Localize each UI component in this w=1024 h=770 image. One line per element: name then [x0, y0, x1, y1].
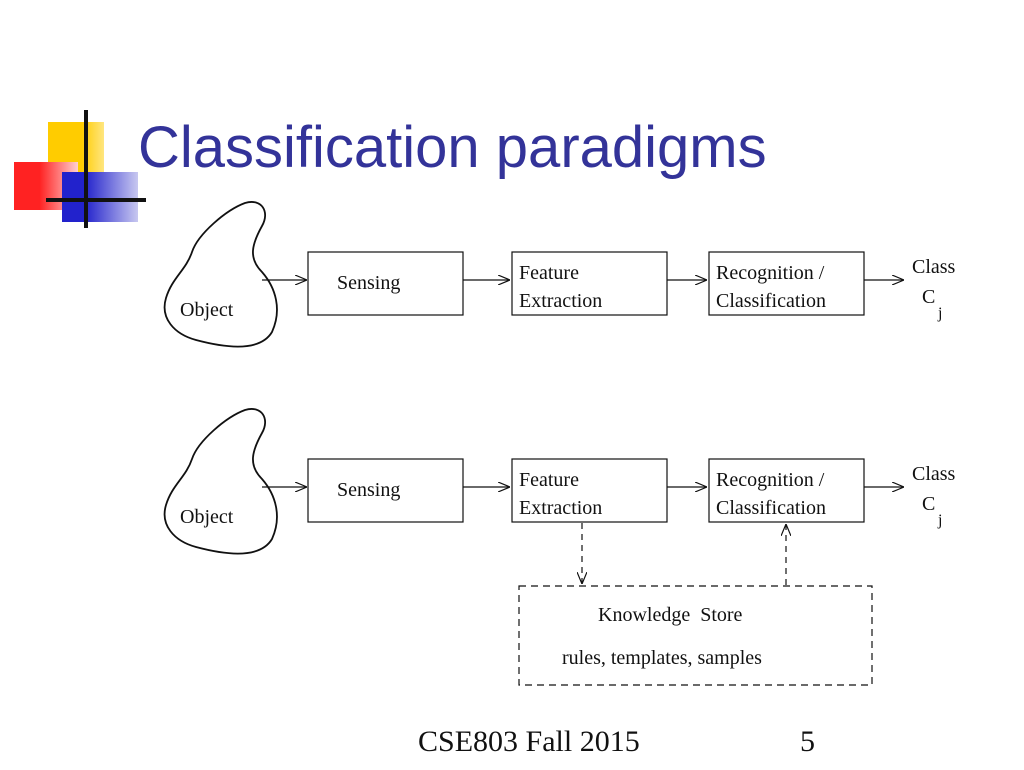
footer-page-number: 5 [800, 725, 815, 758]
recognition-line2-top: Classification [716, 290, 826, 312]
sensing-box-top [307, 251, 464, 316]
recognition-line2-bottom: Classification [716, 497, 826, 519]
diagram-top: Object Sensing Feature Extraction Recogn… [163, 201, 956, 348]
object-blob-top [163, 201, 278, 348]
class-subscript-top: j [937, 305, 942, 322]
class-symbol-bottom: C [922, 493, 935, 515]
deco-horizontal-line [46, 198, 146, 202]
sensing-label-bottom: Sensing [337, 479, 400, 501]
slide-title: Classification paradigms [138, 115, 767, 180]
feature-line1-top: Feature [519, 262, 579, 284]
feature-line1-bottom: Feature [519, 469, 579, 491]
feature-line2-bottom: Extraction [519, 497, 602, 519]
deco-blue-square [62, 172, 138, 222]
feature-box-top [511, 251, 668, 316]
footer-course: CSE803 Fall 2015 [418, 725, 640, 758]
recognition-box-top [708, 251, 865, 316]
knowledge-store-items: rules, templates, samples [562, 647, 762, 669]
knowledge-store-title: Knowledge Store [598, 604, 743, 626]
class-label-bottom: Class [912, 463, 956, 485]
sensing-box-bottom [307, 458, 464, 523]
class-symbol-top: C [922, 286, 935, 308]
recognition-box-bottom [708, 458, 865, 523]
object-label-bottom: Object [180, 506, 234, 528]
deco-vertical-line [84, 110, 88, 228]
sensing-label-top: Sensing [337, 272, 400, 294]
feature-line2-top: Extraction [519, 290, 602, 312]
object-blob-bottom [163, 408, 278, 555]
recognition-line1-top: Recognition / [716, 262, 825, 284]
diagram-bottom: Object Sensing Feature Extraction Recogn… [163, 408, 956, 686]
knowledge-store-box [518, 585, 873, 686]
feature-box-bottom [511, 458, 668, 523]
recognition-line1-bottom: Recognition / [716, 469, 825, 491]
class-label-top: Class [912, 256, 956, 278]
object-label-top: Object [180, 299, 234, 321]
class-subscript-bottom: j [937, 512, 942, 529]
